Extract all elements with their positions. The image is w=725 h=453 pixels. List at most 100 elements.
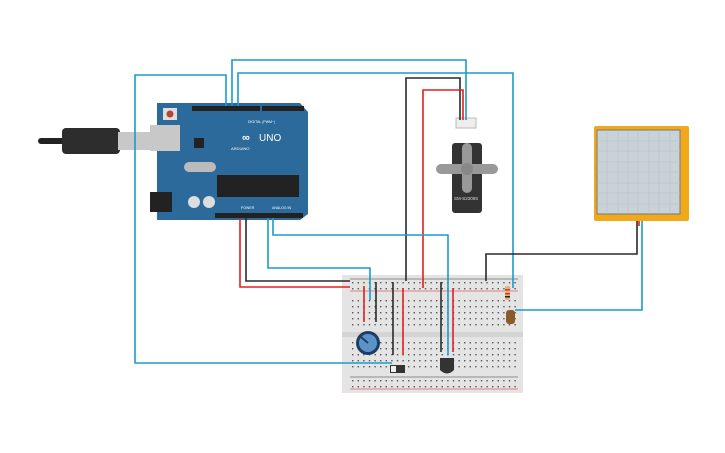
breadboard-hole	[441, 386, 443, 388]
breadboard-hole	[436, 348, 438, 350]
breadboard-hole	[497, 366, 499, 368]
servo-motor[interactable]: SM-S2309S	[436, 117, 498, 213]
arduino-uno[interactable]: ∞ UNO ARDUINO DIGITAL (PWM~) POWER ANALO…	[150, 103, 308, 220]
wire-black-gnd[interactable]	[245, 218, 350, 282]
breadboard-hole	[514, 354, 516, 356]
power-label: POWER	[241, 206, 255, 210]
breadboard-hole	[374, 306, 376, 308]
breadboard-hole	[475, 312, 477, 314]
breadboard-hole	[419, 282, 421, 284]
lcd-display[interactable]	[594, 126, 689, 221]
breadboard-hole	[385, 324, 387, 326]
breadboard-hole	[357, 380, 359, 382]
wire-blue-lcd[interactable]	[515, 221, 643, 311]
breadboard-hole	[374, 324, 376, 326]
breadboard-hole	[380, 380, 382, 382]
breadboard-hole	[352, 300, 354, 302]
breadboard-hole	[486, 366, 488, 368]
breadboard-hole	[413, 386, 415, 388]
breadboard-hole	[475, 282, 477, 284]
breadboard-hole	[385, 300, 387, 302]
breadboard-hole	[436, 366, 438, 368]
breadboard-hole	[352, 312, 354, 314]
wire-blue-pot[interactable]	[267, 218, 371, 300]
breadboard-hole	[480, 288, 483, 290]
breadboard-hole	[374, 354, 376, 356]
breadboard-hole	[475, 360, 477, 362]
breadboard-hole	[385, 306, 387, 308]
wire-red-5v[interactable]	[239, 218, 350, 288]
breadboard-hole	[408, 366, 410, 368]
wire-red-servo[interactable]	[422, 89, 464, 288]
breadboard-hole	[492, 282, 494, 284]
breadboard-hole	[486, 312, 488, 314]
breadboard-hole	[503, 360, 505, 362]
wire-blue-photoresistor[interactable]	[237, 72, 514, 288]
breadboard-hole	[363, 386, 365, 388]
breadboard-hole	[469, 282, 471, 284]
breadboard-hole	[469, 342, 471, 344]
breadboard-hole	[486, 354, 488, 356]
breadboard-hole	[424, 348, 427, 350]
breadboard-hole	[503, 354, 505, 356]
wire-blue-switch[interactable]	[134, 74, 392, 364]
breadboard-hole	[430, 282, 432, 284]
breadboard-hole	[497, 300, 499, 302]
breadboard-hole	[503, 318, 505, 320]
breadboard-hole	[413, 324, 415, 326]
breadboard-hole	[436, 360, 438, 362]
breadboard-hole	[480, 380, 483, 382]
breadboard-hole	[514, 306, 516, 308]
breadboard-hole	[441, 288, 443, 290]
breadboard-hole	[424, 306, 427, 308]
breadboard-hole	[413, 354, 415, 356]
breadboard-hole	[497, 386, 499, 388]
breadboard-hole	[419, 380, 421, 382]
breadboard-hole	[480, 324, 483, 326]
breadboard-hole	[352, 360, 354, 362]
breadboard-hole	[458, 318, 460, 320]
breadboard-hole	[458, 360, 460, 362]
breadboard-hole	[424, 318, 427, 320]
breadboard-hole	[503, 282, 505, 284]
slide-switch[interactable]	[390, 365, 405, 373]
breadboard-hole	[363, 380, 365, 382]
breadboard-hole	[430, 288, 432, 290]
breadboard-hole	[436, 318, 438, 320]
breadboard-hole	[480, 282, 483, 284]
breadboard-hole	[497, 306, 499, 308]
breadboard-hole	[352, 342, 354, 344]
wire-blue-servo-signal[interactable]	[231, 59, 467, 120]
breadboard-hole	[408, 288, 410, 290]
breadboard-hole	[497, 380, 499, 382]
breadboard-hole	[352, 348, 354, 350]
breadboard-hole	[464, 354, 466, 356]
breadboard-hole	[396, 380, 399, 382]
breadboard-hole	[368, 300, 371, 302]
breadboard-hole	[424, 366, 427, 368]
breadboard-hole	[480, 342, 483, 344]
breadboard-hole	[413, 348, 415, 350]
wire-black-servo[interactable]	[405, 77, 461, 281]
wire-black-lcd[interactable]	[485, 221, 638, 281]
breadboard-hole	[357, 306, 359, 308]
breadboard-hole	[374, 282, 376, 284]
breadboard-hole	[380, 306, 382, 308]
breadboard-hole	[357, 282, 359, 284]
breadboard-hole	[458, 282, 460, 284]
breadboard-hole	[357, 354, 359, 356]
breadboard-hole	[374, 300, 376, 302]
breadboard-hole	[352, 318, 354, 320]
breadboard-hole	[391, 360, 393, 362]
potentiometer[interactable]	[356, 331, 380, 355]
breadboard-hole	[419, 386, 421, 388]
usb-cable[interactable]	[38, 128, 158, 154]
breadboard-hole	[408, 324, 410, 326]
breadboard-hole	[497, 318, 499, 320]
temperature-sensor[interactable]	[440, 358, 454, 374]
analog-label: ANALOG IN	[272, 206, 292, 210]
wire-blue-temp[interactable]	[272, 218, 449, 355]
breadboard-hole	[413, 342, 415, 344]
breadboard-hole	[391, 306, 393, 308]
